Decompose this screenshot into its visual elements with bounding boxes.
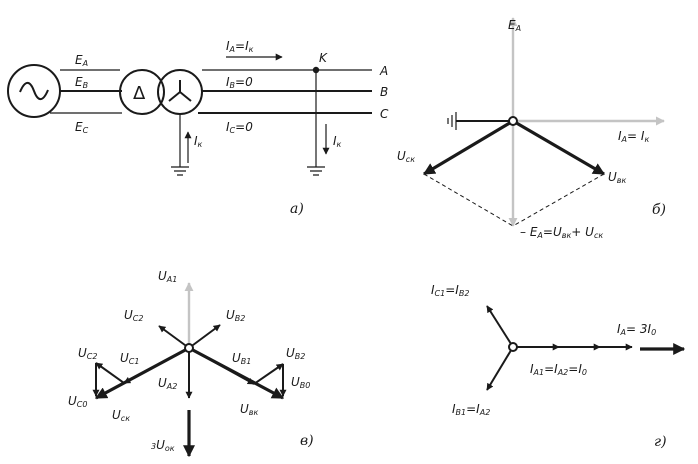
panel-b-vectors: EA IA= Iк Uск Uвк – EA=Uвк+ Uск б) — [397, 17, 666, 240]
u-ck-resultant-vector — [94, 346, 190, 400]
label-ik-fault: Iк — [333, 134, 342, 149]
label-ib-zero: IB=0 — [226, 75, 253, 90]
label-b-u-bk: Uвк — [608, 170, 627, 185]
caption-b: б) — [652, 202, 666, 218]
label-v-u-bk: Uвк — [240, 402, 259, 417]
label-b-u-ck: Uск — [397, 149, 415, 164]
label-point-k: K — [319, 51, 328, 65]
label-v-u-c2-left: UC2 — [78, 346, 97, 361]
label-ik-transformer: Iк — [194, 134, 203, 149]
label-v-u-b1: UB1 — [232, 351, 251, 366]
label-v-3u-0k: 3Uок — [151, 438, 175, 453]
label-b-bottom-equation: – EA=Uвк+ Uск — [520, 225, 603, 240]
label-v-u-c2-top: UC2 — [124, 308, 143, 323]
panel-v-symmetrical-components: UA1 UC2 UB2 UC2 UC1 UB1 UB2 UC0 UA2 UB0 … — [68, 269, 314, 458]
panel-a-circuit: Δ EA EB EC IA=Iк IB=0 IC=0 Iк Iк K A B C… — [7, 39, 389, 217]
label-ic-zero: IC=0 — [226, 120, 253, 135]
i-b1-vector — [486, 346, 514, 391]
panel-b-ground-icon — [447, 112, 457, 130]
label-g-ia1-ia2-i0: IA1=IA2=I0 — [530, 362, 587, 377]
dashed-parallelogram-right — [512, 173, 605, 227]
label-b-ia-equals-ik: IA= Iк — [618, 129, 649, 144]
label-g-ia-3i0: IA= 3I0 — [617, 322, 656, 337]
transformer-ground-icon — [171, 166, 189, 176]
label-v-u-c0: UC0 — [68, 394, 87, 409]
u-ck-vector — [422, 119, 514, 176]
label-v-u-b2-top: UB2 — [226, 308, 245, 323]
caption-a: а) — [290, 201, 304, 217]
wye-symbol-icon — [168, 80, 192, 102]
generator-sine-icon — [19, 81, 49, 101]
label-v-u-a2: UA2 — [158, 376, 177, 391]
panel-g-currents: IC1=IB2 IB1=IA2 IA1=IA2=I0 IA= 3I0 г) — [431, 283, 686, 450]
label-v-u-ck: Uск — [112, 408, 130, 423]
delta-symbol: Δ — [133, 83, 146, 104]
panel-g-origin — [508, 342, 518, 352]
u-b2-right-vector — [253, 363, 284, 385]
label-phase-c: C — [380, 107, 389, 121]
fault-ground-icon — [307, 166, 325, 176]
label-v-u-b0: UB0 — [291, 375, 310, 390]
u-c2-left-vector — [95, 362, 125, 384]
panel-b-origin — [508, 116, 518, 126]
u-bk-vector — [512, 119, 606, 176]
u-bk-resultant-vector — [188, 346, 285, 400]
label-v-u-b2-right: UB2 — [286, 346, 305, 361]
u-c2-top-vector — [158, 325, 190, 349]
label-v-u-c1: UC1 — [120, 351, 139, 366]
u-b2-top-vector — [188, 324, 221, 349]
label-b-e-a: EA — [508, 18, 521, 33]
caption-g: г) — [654, 434, 667, 450]
label-g-ib1-ia2: IB1=IA2 — [452, 402, 490, 417]
label-e-a: EA — [75, 53, 88, 68]
label-ia-equals-ik: IA=Iк — [226, 39, 254, 54]
label-v-u-a1: UA1 — [158, 269, 177, 284]
dashed-parallelogram-left — [423, 173, 514, 227]
transformer-delta-winding — [119, 69, 165, 115]
label-phase-b: B — [380, 85, 388, 99]
label-g-ic1-ib2: IC1=IB2 — [431, 283, 469, 298]
label-phase-a: A — [379, 64, 388, 78]
label-e-b: EB — [75, 75, 88, 90]
i-c1-vector — [486, 305, 514, 348]
label-e-c: EC — [75, 120, 89, 135]
panel-v-origin — [184, 343, 194, 353]
caption-v: в) — [300, 433, 314, 449]
